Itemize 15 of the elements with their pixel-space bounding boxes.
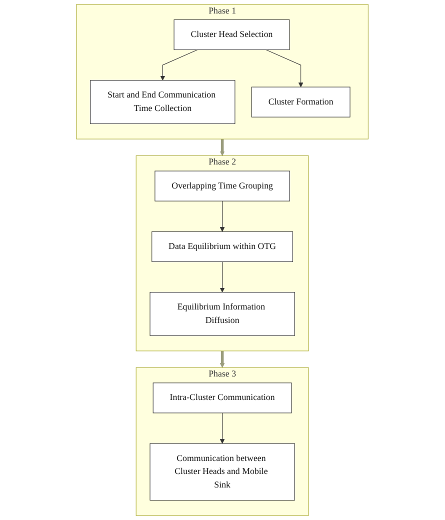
arrow — [220, 261, 225, 292]
node-box: Equilibrium Information Diffusion — [150, 292, 296, 336]
arrow — [220, 412, 225, 444]
arrow — [220, 350, 225, 368]
node-box: Start and End Communication Time Collection — [90, 80, 236, 124]
node-box: Data Equilibrium within OTG — [152, 231, 294, 262]
node-box: Communication between Cluster Heads and Mobile Sink — [150, 443, 296, 501]
node-box: Cluster Head Selection — [174, 19, 290, 50]
arrow — [220, 139, 225, 156]
node-box: Overlapping Time Grouping — [154, 170, 290, 202]
node-box: Cluster Formation — [252, 86, 350, 118]
node-box: Intra-Cluster Communication — [153, 382, 292, 414]
arrow — [220, 200, 225, 232]
arrow — [266, 50, 304, 88]
arrow — [160, 50, 198, 81]
